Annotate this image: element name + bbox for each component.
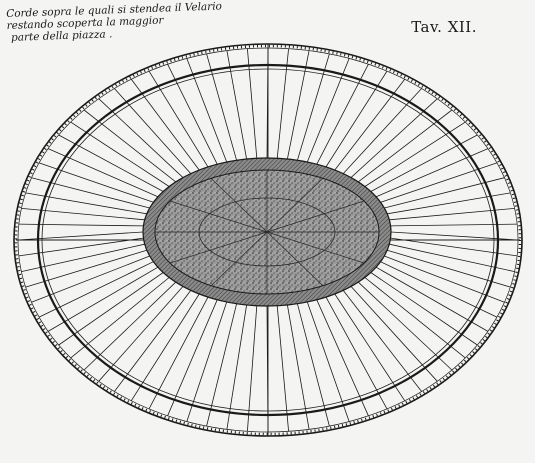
rope-line [287, 304, 310, 430]
arena-spoke [169, 200, 268, 233]
rope-line [38, 261, 154, 318]
rope-line [186, 301, 228, 422]
rope-line [375, 266, 489, 332]
rope-line [114, 88, 192, 174]
rope-line [25, 192, 147, 215]
rope-line [167, 64, 218, 165]
rope-line [316, 299, 369, 416]
rope-line [247, 305, 258, 432]
rope-line [18, 237, 144, 257]
rope-line [342, 88, 422, 174]
rope-line [148, 296, 209, 410]
rope-line [226, 50, 247, 160]
arena-spoke [266, 231, 324, 286]
arena-spoke [266, 231, 365, 264]
rope-line [226, 304, 247, 430]
rope-line [130, 79, 200, 171]
rope-line [276, 48, 289, 159]
arena-spoke [210, 178, 268, 233]
rope-line [70, 277, 170, 359]
rope-line [375, 148, 489, 198]
rope-line [389, 208, 515, 221]
rope-line [389, 243, 515, 272]
caption: Corde sopra le quali si stendea il Velar… [6, 0, 223, 44]
rope-line [276, 305, 289, 432]
rope-line [83, 109, 177, 183]
rope-line [390, 223, 518, 227]
rope-line [387, 192, 511, 215]
rope-line [316, 64, 369, 165]
rope-line [287, 50, 310, 160]
rope-line [206, 53, 237, 161]
rope-line [47, 148, 159, 198]
rope-line [297, 303, 330, 427]
arena-spoke [210, 231, 268, 286]
rope-line [334, 79, 406, 171]
rope-line [18, 223, 144, 227]
rope-line [167, 299, 218, 416]
rope-line [31, 255, 150, 303]
rope-line [350, 98, 438, 178]
rope-line [114, 290, 192, 392]
rope-line [31, 177, 150, 209]
rope-line [47, 266, 159, 332]
rope-line [390, 237, 518, 257]
rope-line [370, 134, 478, 192]
rope-line [390, 231, 519, 241]
rope-line [364, 121, 466, 187]
arena-spoke [266, 200, 365, 233]
rope-line [387, 249, 511, 288]
rope-line [370, 272, 478, 346]
rope-line [21, 243, 145, 272]
rope-line [58, 272, 164, 346]
plate-number: Tav. XII. [411, 18, 477, 36]
rope-line [70, 121, 170, 187]
rope-line [98, 286, 184, 382]
rope-line [98, 98, 184, 178]
rope-line [83, 281, 177, 371]
rope-line [306, 58, 350, 163]
rope-line [130, 293, 200, 401]
rope-line [21, 208, 145, 221]
rope-line [384, 177, 505, 209]
arena-inner-ring [198, 197, 336, 267]
rope-line [325, 70, 388, 168]
rope-line [350, 286, 438, 382]
rope-line [325, 296, 388, 410]
rope-line [247, 48, 258, 159]
rope-line [25, 249, 147, 288]
arena-spoke [169, 231, 268, 264]
rope-line [380, 162, 498, 203]
arena-spokes [155, 170, 379, 294]
rope-line [206, 303, 237, 427]
rope-line [334, 293, 406, 401]
arena-spoke [266, 178, 324, 233]
rope-line [38, 162, 154, 203]
rope-line [148, 70, 209, 168]
rope-line [384, 255, 505, 303]
rope-line [342, 290, 422, 392]
rope-line [17, 231, 144, 241]
rope-line [186, 58, 228, 163]
rope-line [306, 301, 350, 422]
rope-line [357, 281, 453, 371]
rope-line [364, 277, 466, 359]
rope-line [357, 109, 453, 183]
velarium-ropes [16, 44, 520, 436]
rope-line [297, 53, 330, 161]
rope-line [58, 134, 164, 192]
rope-line [380, 261, 498, 318]
